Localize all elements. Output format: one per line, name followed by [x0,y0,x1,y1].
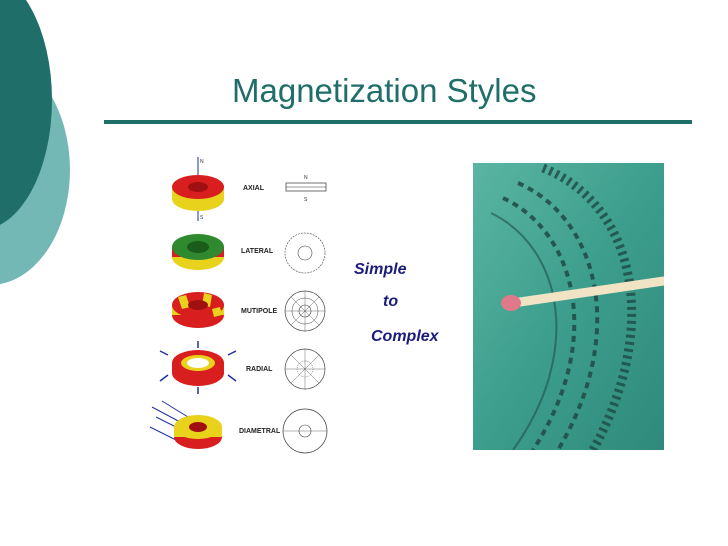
row-label-radial: RADIAL [246,366,273,373]
stack-line-to: to [383,293,399,310]
row-label-multipole: MUTIPOLE [241,308,277,315]
stack-line-complex: Complex [371,328,439,345]
diametral-row: DIAMETRAL [149,400,328,454]
slide-title: Magnetization Styles [232,72,537,109]
axial-pole-s: S [304,197,308,203]
svg-text:S: S [200,215,204,221]
multipole-row: MUTIPOLE [172,290,326,332]
stack-line-simple: Simple [354,261,407,278]
title-rule [104,120,692,124]
lateral-row: LATERAL [172,232,326,274]
row-label-lateral: LATERAL [241,248,274,255]
radial-row: RADIAL [159,341,326,394]
row-label-axial: AXIAL [243,185,265,192]
axial-pole-n: N [304,175,308,181]
svg-text:N: N [200,159,204,165]
axial-row: N S AXIAL N S [172,157,327,221]
multipole-magnetic-pattern-photo [473,163,664,450]
magnetization-diagram: NS AXIAL N S LATERAL MUTIPOLE RADI [149,157,328,454]
row-label-diametral: DIAMETRAL [239,428,281,435]
corner-decoration [0,0,70,285]
